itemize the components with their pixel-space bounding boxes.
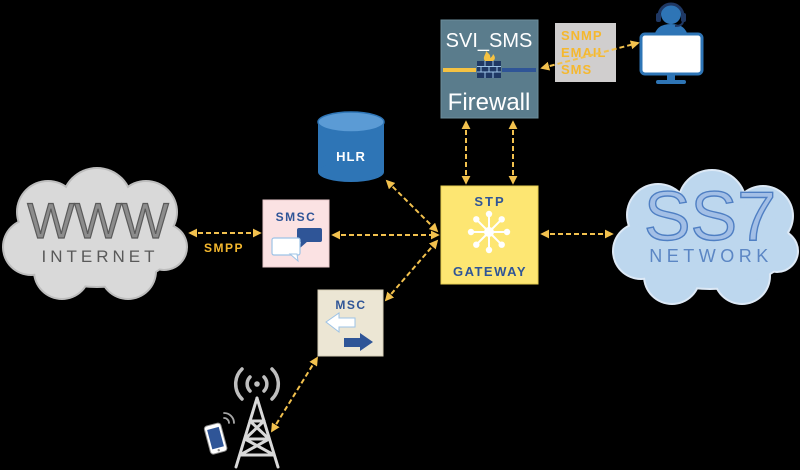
alert-snmp: SNMP (561, 28, 603, 43)
firewall-title: SVI_SMS (446, 30, 533, 52)
alert-channels: SNMP EMAIL SMS (555, 23, 616, 82)
link-tower-msc (271, 356, 318, 433)
ss7-cloud: SS7 NETWORK (612, 169, 799, 305)
internet-cloud-fill (4, 169, 186, 298)
headset-icon (656, 2, 686, 27)
stp-top-label: STP (474, 194, 505, 209)
link-hlr-stp (385, 179, 439, 233)
mobile-phone-icon (203, 412, 235, 455)
firewall-icon (443, 51, 536, 78)
internet-subtitle: INTERNET (42, 247, 159, 266)
link-msc-stp (384, 239, 439, 302)
exchange-arrows-icon (325, 312, 373, 351)
firewall-label: Firewall (448, 89, 531, 116)
monitor-stand (667, 75, 675, 81)
smpp-label: SMPP (204, 241, 244, 255)
radio-waves (234, 367, 280, 401)
hlr-label: HLR (336, 149, 366, 164)
ss7-title: SS7 (644, 177, 776, 255)
network-hub-icon (467, 210, 511, 254)
internet-title: WWW (27, 193, 169, 249)
msc-label: MSC (335, 298, 366, 312)
database-cylinder-icon (317, 111, 385, 182)
ss7-cloud-fill (614, 171, 797, 303)
smsc-label: SMSC (276, 210, 317, 224)
speech-bubbles-icon (271, 228, 322, 263)
operator-head (661, 4, 681, 24)
link-firewall-operator (540, 40, 640, 71)
msc-node: MSC (317, 289, 384, 357)
cell-tower-icon (234, 367, 280, 469)
internet-cloud: WWW INTERNET (2, 167, 188, 300)
stp-bottom-label: GATEWAY (453, 264, 527, 279)
monitor-base (656, 80, 686, 84)
firewall-node: SVI_SMS Firewall (440, 19, 539, 119)
connectors (188, 120, 614, 433)
stp-node: STP GATEWAY (440, 185, 539, 285)
monitor-screen (639, 32, 704, 76)
tower-lattice (234, 396, 280, 469)
ss7-subtitle: NETWORK (649, 246, 773, 266)
operator-monitor-icon (639, 2, 704, 84)
smsc-node: SMSC (262, 199, 330, 268)
alert-sms: SMS (561, 62, 592, 77)
hlr-node: HLR (317, 111, 385, 182)
phone-signal-icon (223, 412, 235, 424)
